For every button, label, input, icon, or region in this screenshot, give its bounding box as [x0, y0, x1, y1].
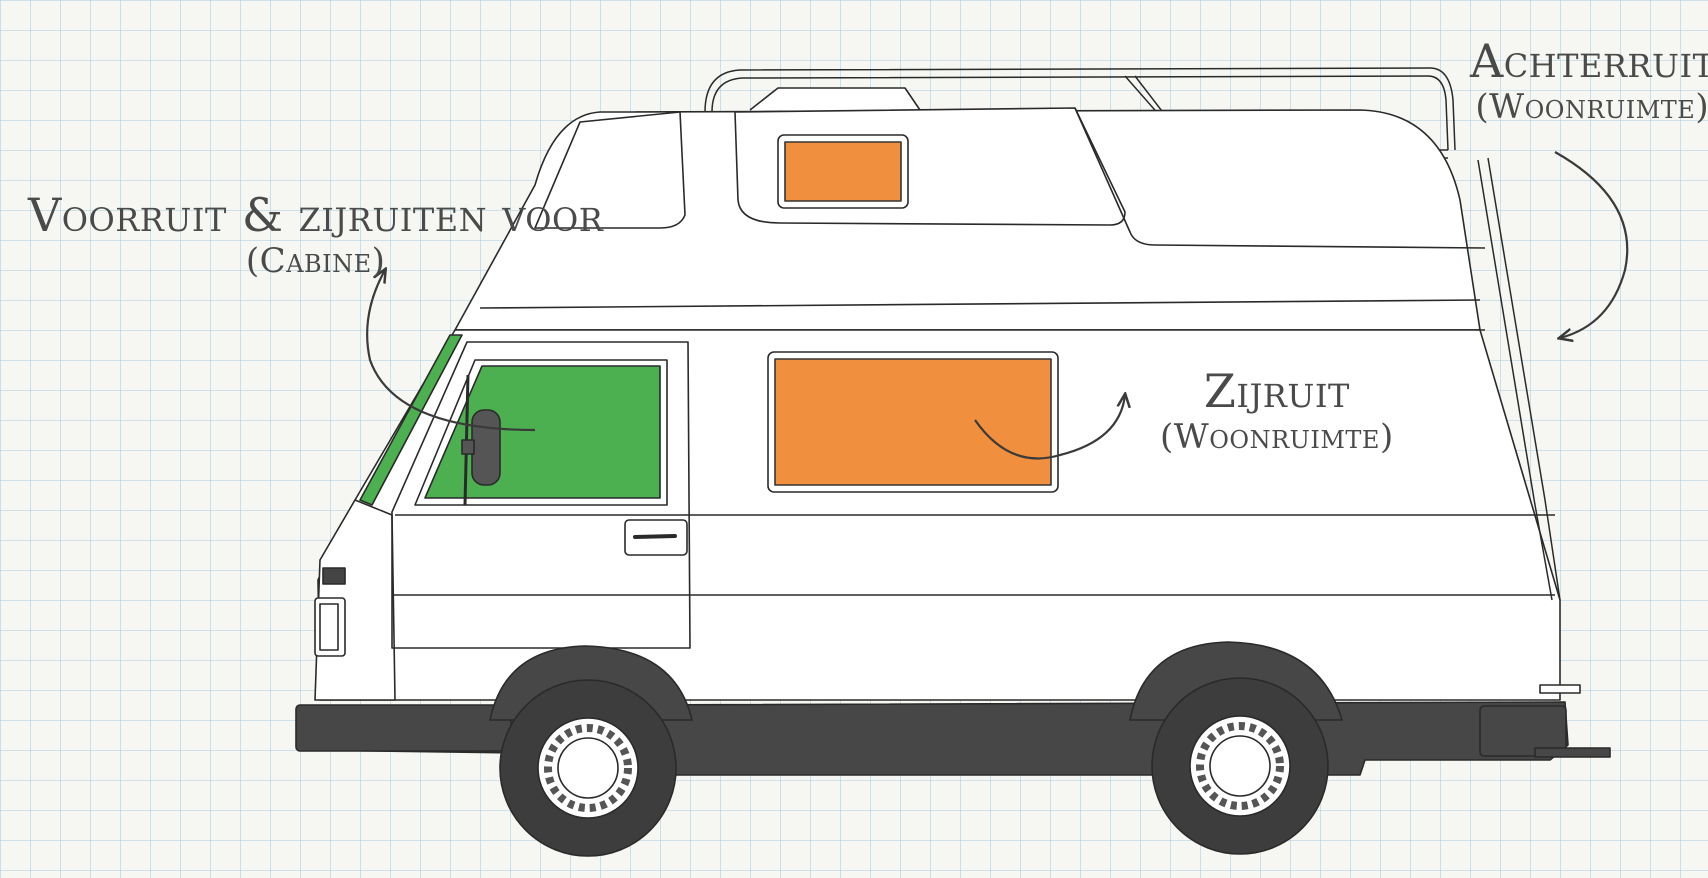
mirror [471, 409, 501, 486]
door-handle [633, 534, 677, 539]
front-wheel [499, 679, 677, 857]
rear-window-label: Achterruit (Woonruimte) [1470, 38, 1708, 124]
front-bumper [295, 704, 512, 752]
side-window-label: Zijruit (Woonruimte) [1160, 368, 1394, 454]
rear-bumper [1479, 705, 1567, 757]
curved-arrow-icon [366, 270, 536, 432]
side-window-glass [774, 358, 1052, 486]
rear-tow-step [1534, 747, 1611, 758]
curved-arrow-icon [1554, 151, 1629, 338]
rear-wheel [1151, 677, 1329, 855]
roof-right-panel [1074, 107, 1486, 249]
roof-window-glass [784, 141, 902, 202]
front-windows-label-sub: (Cabine) [245, 241, 386, 281]
cab-door [391, 341, 691, 649]
rear-ladder [1477, 159, 1553, 601]
van [295, 67, 1611, 857]
rear-window-label-sub: (Woonruimte) [1475, 87, 1708, 127]
side-window-label-main: Zijruit [1203, 364, 1350, 418]
rear-bumper-step [1539, 684, 1581, 694]
curved-arrow-icon [974, 395, 1125, 460]
roof-seam-upper [479, 299, 1481, 309]
front-windows-label: Voorruit & zijruiten voor (Cabine) [28, 192, 603, 278]
mirror-mount [461, 439, 475, 455]
windscreen [359, 334, 463, 506]
roof-skylight-bump [749, 87, 921, 111]
rear-window-label-main: Achterruit [1470, 34, 1708, 88]
indicator-light [322, 567, 346, 585]
roof-left-panel [534, 111, 686, 229]
headlight-inner [319, 603, 339, 651]
side-window-label-sub: (Woonruimte) [1160, 417, 1394, 457]
front-windows-label-main: Voorruit & zijruiten voor [28, 188, 604, 242]
rear-ladder-rail [1487, 157, 1561, 601]
